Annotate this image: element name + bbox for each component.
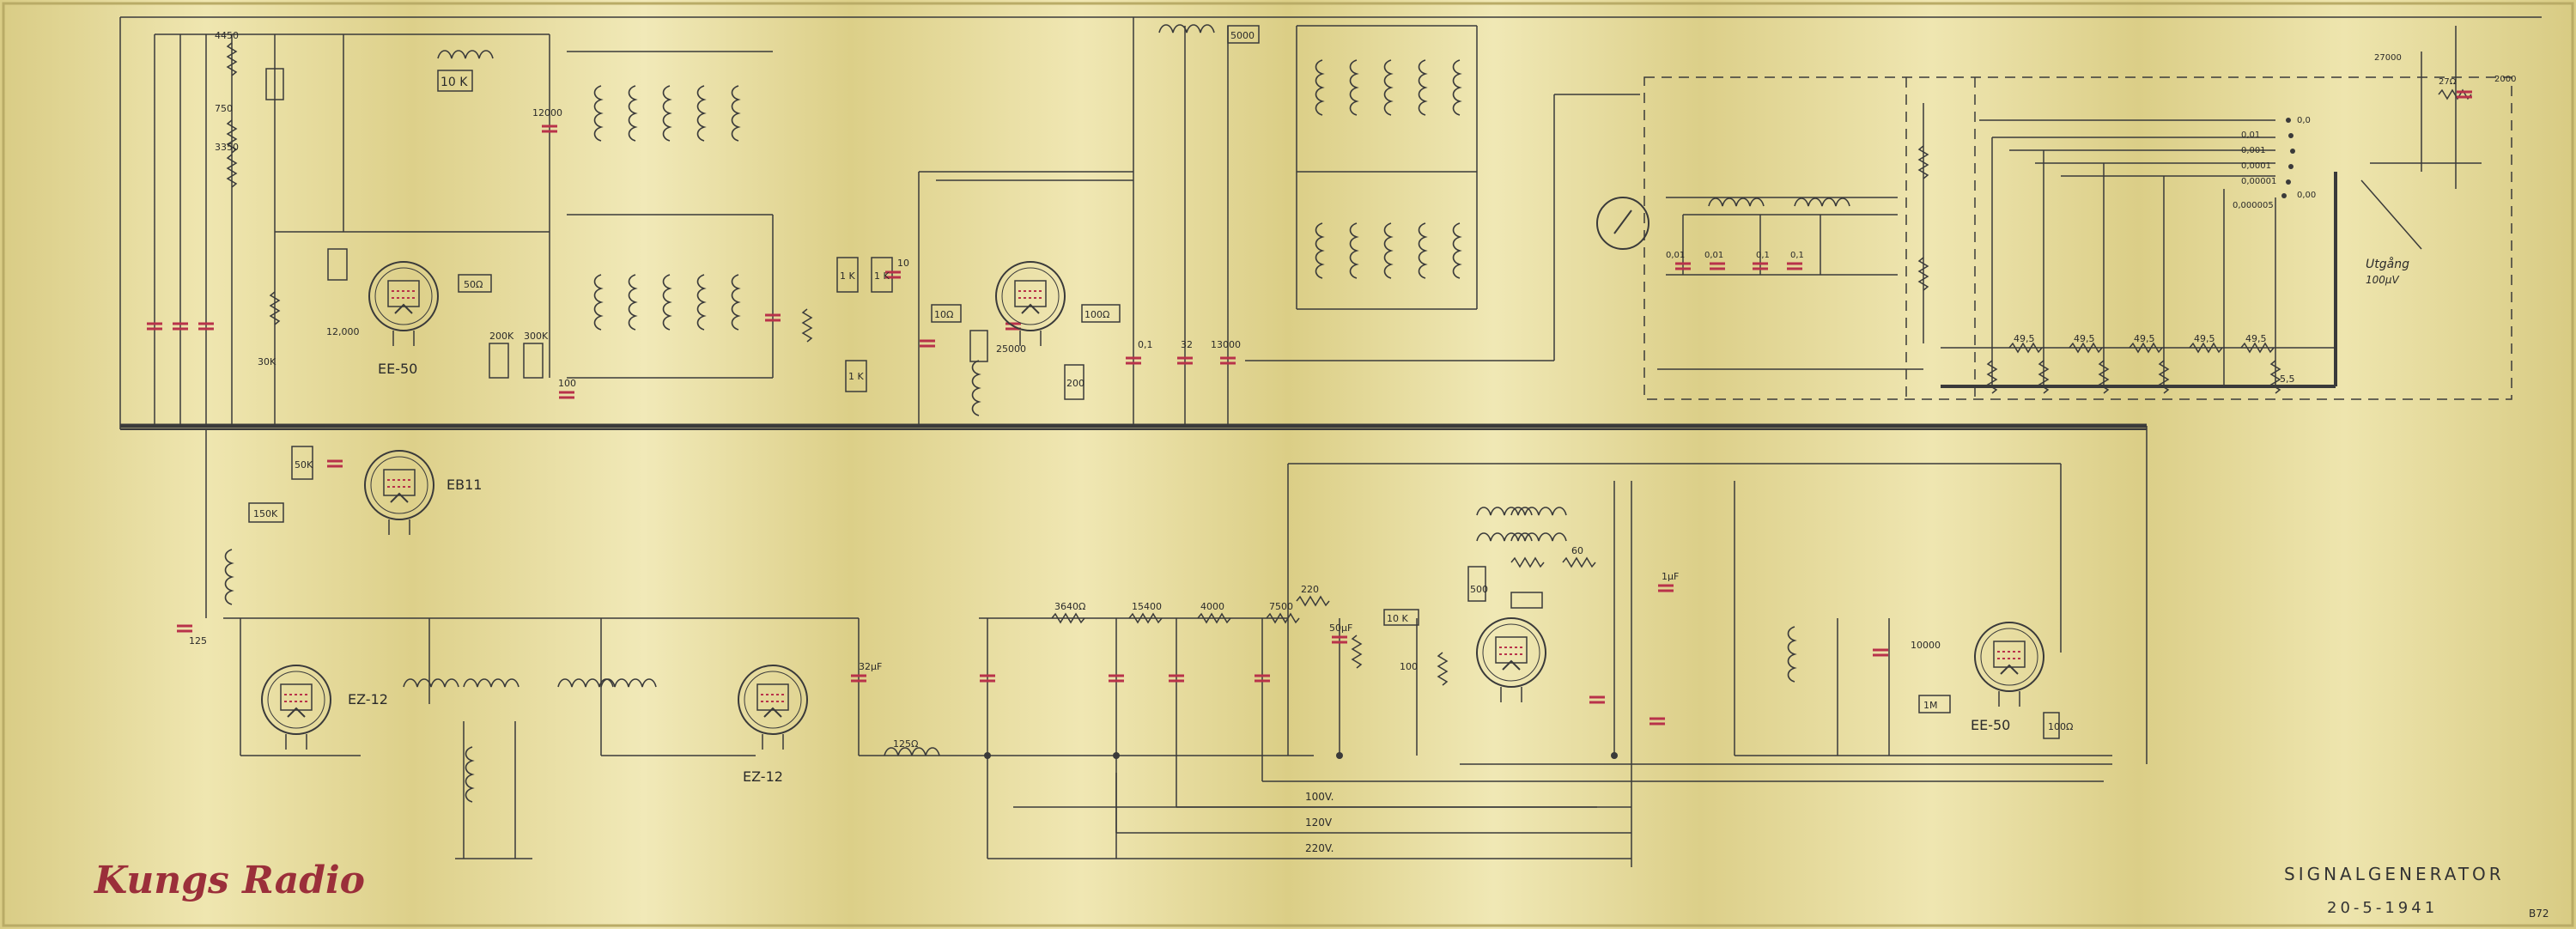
label-r-60: 60 [1571, 545, 1583, 556]
label-att-6: 0,00 [2297, 191, 2316, 200]
drawing-date: 20-5-1941 [2327, 899, 2438, 917]
label-r-30k: 30K [258, 356, 276, 367]
label-r-500: 500 [1470, 584, 1488, 595]
label-r-1k-b: 1 K [874, 270, 890, 282]
label-r-15400: 15400 [1132, 601, 1162, 612]
label-r-2000: 2000 [2494, 75, 2516, 84]
label-c-01c: 0,1 [1790, 251, 1804, 260]
tube-labels: EE-50 EB11 EZ-12 EZ-12 EE-50 [348, 361, 2010, 785]
label-r-300k: 300K [524, 331, 549, 342]
label-r-7500: 7500 [1269, 601, 1293, 612]
label-c-1uf: 1μF [1662, 571, 1679, 582]
drawing-title: SIGNALGENERATOR [2284, 864, 2505, 884]
tube-label-rect1: EZ-12 [348, 691, 388, 707]
brand-logo: Kungs Radio [93, 859, 365, 902]
meter-icon [1596, 197, 1649, 250]
label-r-4000: 4000 [1200, 601, 1224, 612]
label-att-4: 0,00001 [2241, 177, 2276, 186]
label-r-1k-c: 1 K [848, 371, 864, 382]
label-r-49-5: 49,5 [2014, 333, 2035, 344]
wiring [119, 16, 2542, 867]
label-r-49-5d: 49,5 [2194, 333, 2215, 344]
sheet-mark: B72 [2529, 908, 2549, 920]
label-c-01: 0,1 [1138, 339, 1153, 350]
label-r-200k: 200K [489, 331, 514, 342]
label-output: Utgång [2366, 257, 2409, 271]
label-c-25000: 25000 [996, 343, 1026, 355]
tube-label-mod: EE-50 [1971, 717, 2010, 733]
label-c-13000: 13000 [1211, 339, 1241, 350]
label-c-10000: 10000 [1911, 640, 1941, 651]
label-r-49-5b: 49,5 [2074, 333, 2095, 344]
label-r-220: 220 [1301, 584, 1319, 595]
label-r-100b: 100Ω [2048, 721, 2073, 732]
label-v-100: 100V. [1305, 791, 1334, 803]
label-v-220: 220V. [1305, 842, 1334, 854]
label-att-5: 0,000005 [2233, 201, 2274, 210]
tube-label-buffer: EB11 [447, 477, 482, 493]
label-c-125: 125 [189, 635, 207, 647]
label-output-2: 100μV [2366, 274, 2400, 286]
label-r-3640: 3640Ω [1054, 601, 1085, 612]
label-att-3: 0,0001 [2241, 161, 2271, 171]
label-c-32pf: 32μF [859, 661, 882, 672]
label-c-01b: 0,1 [1756, 251, 1770, 260]
label-att-1: 0,01 [2241, 131, 2260, 140]
label-c-100: 100 [558, 378, 576, 389]
switch-contacts [984, 118, 2295, 759]
label-r-100a: 100Ω [1084, 309, 1109, 320]
label-r-10k-b: 10 K [1387, 613, 1408, 624]
label-r-10k: 10 K [440, 76, 468, 89]
tube-label-osc: EE-50 [378, 361, 417, 377]
label-r-1k-a: 1 K [840, 270, 855, 282]
label-r-750: 750 [215, 103, 233, 114]
label-r-125: 125Ω [893, 738, 918, 750]
label-att-2: 0,001 [2241, 146, 2266, 155]
label-r-150k: 150K [253, 508, 278, 519]
label-c-32: 32 [1181, 339, 1193, 350]
tube-label-rect2: EZ-12 [743, 768, 783, 785]
label-c-12000b: 12,000 [326, 326, 360, 337]
label-c-50uf: 50μF [1329, 622, 1352, 634]
label-r-27: 27Ω [2439, 77, 2457, 87]
label-r-4450: 4450 [215, 30, 239, 41]
label-r-200: 200 [1066, 378, 1084, 389]
label-c-10: 10 [897, 258, 909, 269]
label-c-001: 0,01 [1666, 251, 1685, 260]
label-r-50k: 50K [295, 459, 313, 471]
label-r-27000: 27000 [2374, 53, 2402, 63]
label-r-3350: 3350 [215, 142, 239, 153]
resistor-boxes [248, 25, 2060, 739]
label-r-50: 50Ω [464, 279, 483, 290]
label-v-120: 120V [1305, 817, 1333, 829]
label-c-001b: 0,01 [1704, 251, 1723, 260]
label-r-49-5e: 49,5 [2245, 333, 2267, 344]
label-r-49-5c: 49,5 [2134, 333, 2155, 344]
label-r-1m: 1M [1923, 700, 1938, 711]
component-labels: 10 K 50Ω 4450 750 3350 12000 30K 12,000 … [189, 30, 2516, 854]
label-r-100: 100 [1400, 661, 1418, 672]
label-c-12000: 12000 [532, 107, 562, 118]
label-r-5000: 5000 [1230, 30, 1255, 41]
label-r-10a: 10Ω [934, 309, 953, 320]
label-r-5-5: 5,5 [2280, 373, 2295, 385]
label-att-0: 0,0 [2297, 116, 2311, 125]
